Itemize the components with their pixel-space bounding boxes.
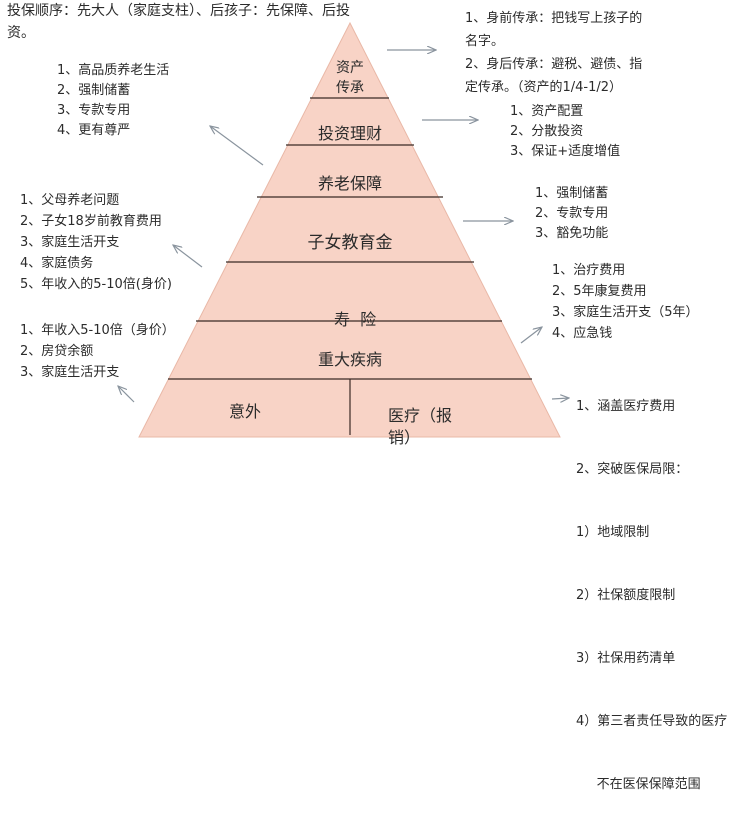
note-item: 2、5年康复费用 [552,284,647,299]
note-item: 4、应急钱 [552,326,613,341]
notes-retirement: 1、高品质养老生活 2、强制储蓄 3、专款专用 4、更有尊严 [57,61,169,141]
notes-life-insurance: 1、父母养老问题 2、子女18岁前教育费用 3、家庭生活开支 4、家庭债务 5、… [20,190,172,295]
note-item: 1）地域限制 [576,525,650,540]
level-education: 子女教育金 [270,228,430,253]
note-item: 3、家庭生活开支（5年） [552,305,699,320]
note-item: 4）第三者责任导致的医疗 [576,714,728,729]
note-item: 1、年收入5-10倍（身价） [20,323,175,338]
notes-education: 1、强制储蓄 2、专款专用 3、豁免功能 [535,184,608,244]
level-life-insurance: 寿 险 [280,287,420,330]
insurance-pyramid-diagram [0,21,750,438]
note-item: 3、保证+适度增值 [510,144,621,159]
note-item: 2、房贷余额 [20,344,94,359]
note-item: 3、专款专用 [57,103,131,118]
note-item: 2、专款专用 [535,206,609,221]
level-label: 医疗（报 [388,406,453,425]
arrows [118,50,569,402]
arrow-life [173,245,203,268]
level-medical: 医疗（报 销） [388,405,452,449]
level-critical-illness: 重大疾病 [280,346,420,370]
note-item: 2、突破医保局限： [576,462,689,477]
header-note: 投保顺序：先大人（家庭支柱）、后孩子：先保障、后投 资。 [7,0,350,44]
note-item: 2）社保额度限制 [576,588,676,603]
note-item: 3、家庭生活开支 [20,235,120,250]
note-item: 不在医保保障范围 [576,777,701,792]
note-item: 2、分散投资 [510,124,584,139]
note-item: 4、更有尊严 [57,123,131,138]
note-item: 1、身前传承：把钱写上孩子的 [465,11,643,26]
notes-medical: 1、涵盖医疗费用 2、突破医保局限： 1）地域限制 2）社保额度限制 3）社保用… [576,354,727,816]
notes-investment: 1、资产配置 2、分散投资 3、保证+适度增值 [510,102,620,162]
note-item: 1、父母养老问题 [20,193,120,208]
note-item: 2、身后传承：避税、避债、指 [465,57,643,72]
level-label: 寿 险 [333,310,377,329]
note-item: 4、家庭债务 [20,256,94,271]
level-asset-inheritance: 资产 传承 [320,58,380,98]
arrow-accident [118,386,135,403]
note-item: 1、涵盖医疗费用 [576,399,676,414]
notes-asset-inheritance: 1、身前传承：把钱写上孩子的 名字。 2、身后传承：避税、避债、指 定传承。（资… [465,7,642,99]
pyramid-shape [138,21,561,438]
note-item: 1、资产配置 [510,104,584,119]
level-label: 资产 [336,60,364,76]
header-line-2: 资。 [7,25,35,41]
level-label: 投资理财 [317,124,382,143]
arrow-critical-illness [520,327,542,344]
note-item: 5、年收入的5-10倍(身价) [20,277,172,292]
note-item: 1、治疗费用 [552,263,626,278]
header-line-1: 投保顺序：先大人（家庭支柱）、后孩子：先保障、后投 [7,3,350,19]
note-item: 1、强制储蓄 [535,186,609,201]
level-label: 重大疾病 [317,350,382,369]
note-item: 2、强制储蓄 [57,83,131,98]
note-item: 3、豁免功能 [535,226,609,241]
note-item: 3）社保用药清单 [576,651,676,666]
level-retirement: 养老保障 [280,170,420,194]
arrow-medical [551,398,569,399]
note-item: 3、家庭生活开支 [20,365,120,380]
level-label: 传承 [336,80,364,96]
notes-critical-illness: 1、治疗费用 2、5年康复费用 3、家庭生活开支（5年） 4、应急钱 [552,260,699,344]
note-item: 定传承。（资产的1/4-1/2） [465,80,623,95]
note-item: 1、高品质养老生活 [57,63,170,78]
note-item: 名字。 [465,34,505,49]
level-accident: 意外 [215,398,275,422]
level-label: 子女教育金 [307,233,393,253]
level-label: 养老保障 [317,174,382,193]
level-investment: 投资理财 [290,120,410,144]
level-label: 销） [388,428,421,447]
notes-accident: 1、年收入5-10倍（身价） 2、房贷余额 3、家庭生活开支 [20,320,175,383]
pyramid-dividers [168,97,532,435]
note-item: 2、子女18岁前教育费用 [20,214,162,229]
arrow-retirement [210,126,264,166]
level-label: 意外 [228,402,261,421]
